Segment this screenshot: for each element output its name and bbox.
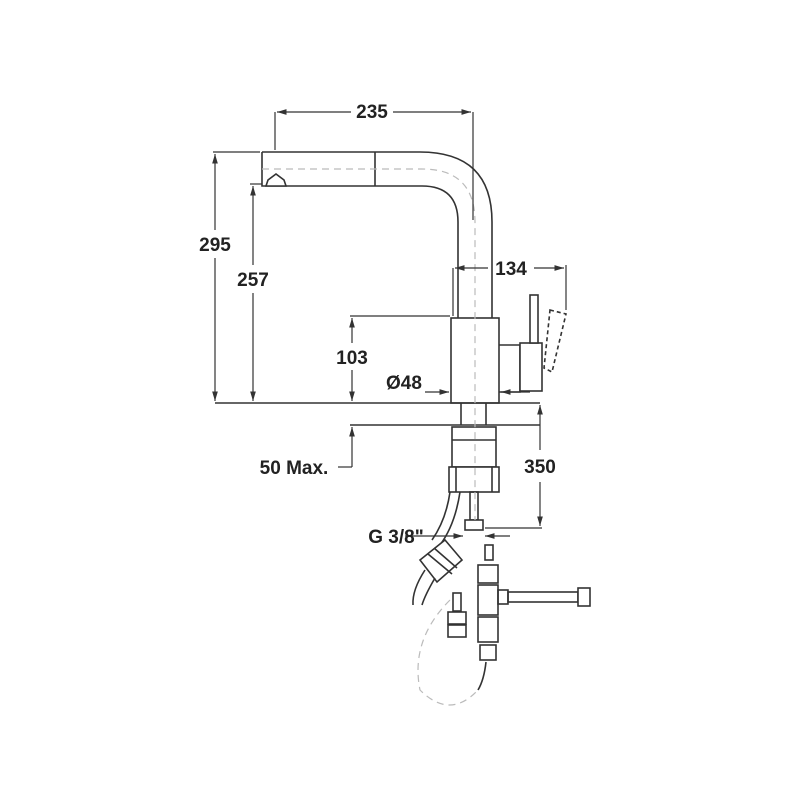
dim-spout-reach: 235 — [356, 102, 388, 123]
dim-thread: G 3/8" — [368, 527, 423, 548]
dim-hose-length: 350 — [524, 457, 556, 478]
dim-max-deck: 50 Max. — [260, 458, 329, 479]
dim-lever-reach: 134 — [495, 259, 527, 280]
faucet-outline — [215, 151, 591, 691]
dim-total-height: 295 — [199, 235, 231, 256]
dim-spout-height: 257 — [237, 270, 269, 291]
dim-body-diameter: Ø48 — [386, 373, 422, 394]
centerlines — [262, 168, 479, 706]
dimension-lines — [212, 109, 567, 539]
dimension-labels: 235 295 257 103 134 Ø48 50 Max. 350 G 3/… — [199, 102, 556, 548]
dim-body-height: 103 — [336, 348, 368, 369]
